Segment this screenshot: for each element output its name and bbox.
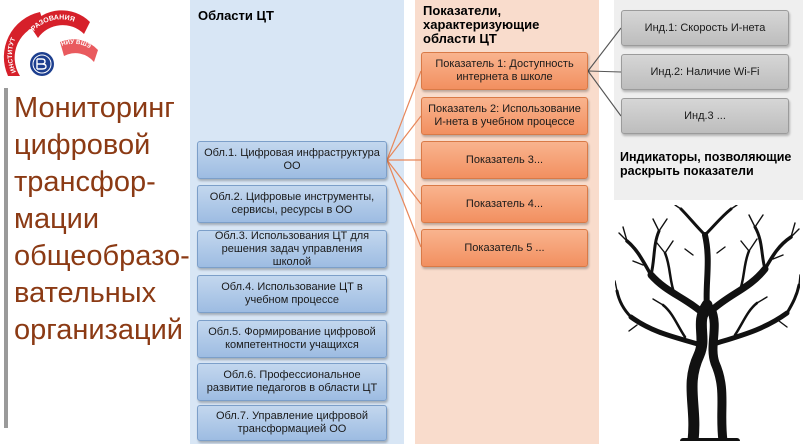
- institute-logo: ИНСТИТУТ ОБРАЗОВАНИЯ НИУ ВШЭ: [3, 10, 98, 76]
- title-line: Мониторинг: [14, 92, 175, 124]
- logo-text-institute: ИНСТИТУТ: [7, 37, 18, 74]
- title-line: общеобразо-: [14, 240, 190, 272]
- logo-arc-left: [3, 12, 44, 76]
- indicator-box-4: Показатель 4...: [421, 185, 588, 223]
- sub-indicators-note: Индикаторы, позволяющие раскрыть показат…: [620, 150, 792, 178]
- indicator-box-1: Показатель 1: Доступность интернета в шк…: [421, 52, 588, 90]
- indicator-box-2: Показатель 2: Использование И-нета в уче…: [421, 97, 588, 135]
- main-title: Мониторинг цифровой трансфор- мации обще…: [14, 90, 194, 349]
- indicator-box-3: Показатель 3...: [421, 141, 588, 179]
- sub-indicator-box-1: Инд.1: Скорость И-нета: [621, 10, 789, 46]
- area-box-3: Обл.3. Использования ЦТ для решения зада…: [197, 230, 387, 268]
- area-box-2: Обл.2. Цифровые инструменты, сервисы, ре…: [197, 185, 387, 223]
- svg-text:НИУ ВШЭ: НИУ ВШЭ: [61, 40, 93, 51]
- title-line: трансфор-: [14, 166, 156, 198]
- sub-indicator-box-3: Инд.3 ...: [621, 98, 789, 134]
- svg-text:ИНСТИТУТ: ИНСТИТУТ: [7, 37, 18, 74]
- area-box-5: Обл.5. Формирование цифровой компетентно…: [197, 320, 387, 358]
- area-box-4: Обл.4. Использование ЦТ в учебном процес…: [197, 275, 387, 313]
- logo-text-hse: НИУ ВШЭ: [61, 40, 93, 51]
- areas-header: Области ЦТ: [198, 8, 274, 23]
- area-box-1: Обл.1. Цифровая инфраструктура ОО: [197, 141, 387, 179]
- indicators-header: Показатели, характеризующие области ЦТ: [423, 3, 540, 46]
- title-accent-bar: [4, 88, 8, 428]
- logo-arc-right: [60, 39, 98, 62]
- title-line: цифровой: [14, 129, 151, 161]
- area-box-6: Обл.6. Профессиональное развитие педагог…: [197, 363, 387, 401]
- indicator-box-5: Показатель 5 ...: [421, 229, 588, 267]
- area-box-7: Обл.7. Управление цифровой трансформацие…: [197, 405, 387, 441]
- tree-illustration: [615, 205, 800, 441]
- title-line: мации: [14, 203, 100, 235]
- title-line: вательных: [14, 277, 157, 309]
- logo-arc-top: [30, 10, 90, 38]
- title-line: организаций: [14, 314, 183, 346]
- sub-indicator-box-2: Инд.2: Наличие Wi-Fi: [621, 54, 789, 90]
